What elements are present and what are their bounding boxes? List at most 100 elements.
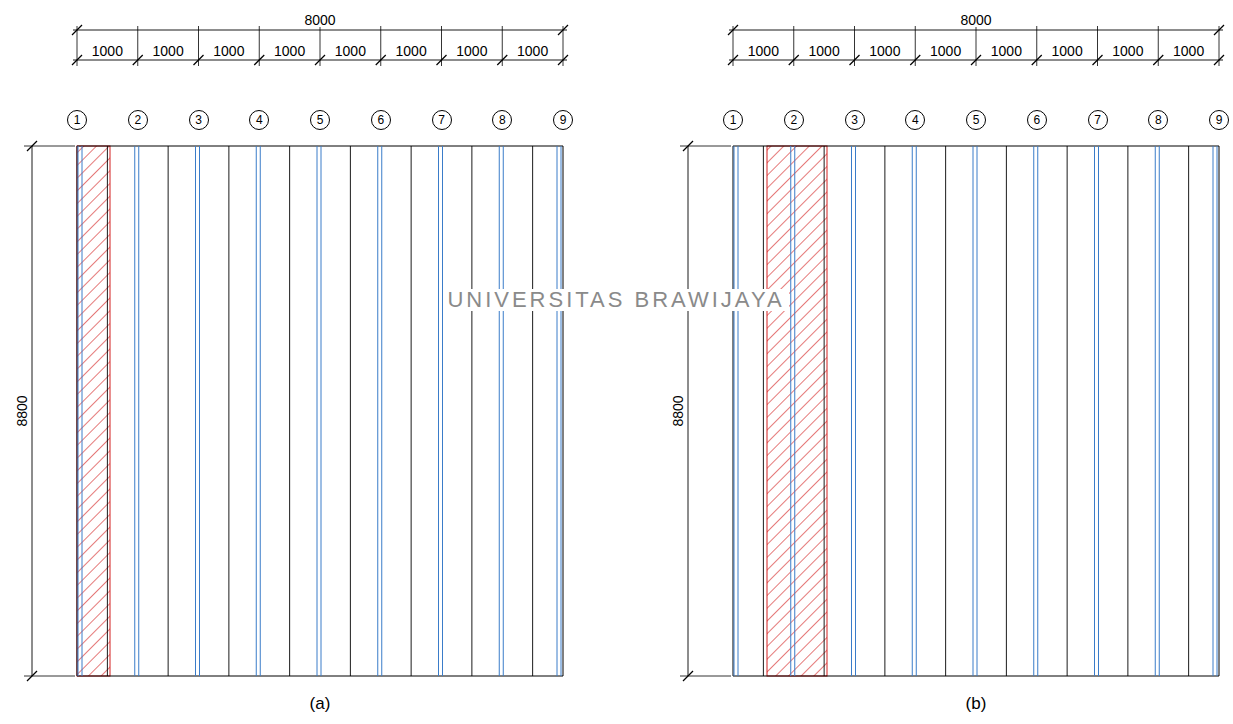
dimension-text: 1000 <box>151 44 186 58</box>
drawing-line <box>1213 146 1214 676</box>
drawing-line <box>1094 146 1095 676</box>
dimension-text: 8000 <box>302 13 337 27</box>
drawing-line <box>77 676 563 677</box>
drawing-line <box>733 676 1219 677</box>
panel-label: (b) <box>966 695 987 712</box>
dimension-text: 8000 <box>958 13 993 27</box>
drawing-line <box>27 671 37 681</box>
grid-bubble: 5 <box>966 110 986 130</box>
drawing-line <box>733 146 1219 147</box>
drawing-line <box>78 146 79 676</box>
drawing-line <box>1098 146 1099 676</box>
drawing-line <box>228 146 229 676</box>
grid-number: 9 <box>560 114 567 126</box>
dimension-text: 1000 <box>928 44 963 58</box>
dimension-text: 1000 <box>746 44 781 58</box>
dimension-text: 1000 <box>989 44 1024 58</box>
drawing-line <box>855 146 856 676</box>
grid-bubble: 2 <box>784 110 804 130</box>
drawing-line <box>683 671 693 681</box>
drawing-line <box>557 146 558 676</box>
drawing-line <box>977 146 978 676</box>
drawing-line <box>350 146 351 676</box>
drawing-line <box>1159 146 1160 676</box>
drawing-line <box>321 146 322 676</box>
panel-label: (a) <box>310 695 331 712</box>
drawing-line <box>199 146 200 676</box>
drawing-line <box>438 146 439 676</box>
grid-number: 6 <box>1033 114 1040 126</box>
drawing-line <box>377 146 378 676</box>
grid-bubble: 9 <box>553 110 573 130</box>
drawing-line <box>32 146 33 676</box>
grid-number: 8 <box>1155 114 1162 126</box>
drawing-line <box>256 146 257 676</box>
dimension-text: 1000 <box>394 44 429 58</box>
dimension-text: 1000 <box>1050 44 1085 58</box>
drawing-line <box>558 25 568 35</box>
drawing-line <box>317 146 318 676</box>
grid-number: 4 <box>256 114 263 126</box>
grid-number: 1 <box>730 114 737 126</box>
grid-bubble: 3 <box>845 110 865 130</box>
hatched-strip <box>77 146 110 676</box>
drawing-line <box>738 146 739 676</box>
drawing-line <box>824 146 825 676</box>
drawing-line <box>1217 146 1218 676</box>
grid-bubble: 4 <box>249 110 269 130</box>
drawing-line <box>1006 146 1007 676</box>
drawing-line <box>563 146 564 676</box>
grid-number: 2 <box>134 114 141 126</box>
drawing-line <box>289 146 290 676</box>
drawing-line <box>1067 146 1068 676</box>
drawing-line <box>73 30 567 31</box>
grid-number: 2 <box>790 114 797 126</box>
grid-number: 5 <box>317 114 324 126</box>
drawing-line <box>729 60 1223 61</box>
drawing-line <box>683 141 693 151</box>
grid-number: 8 <box>499 114 506 126</box>
drawing-line <box>884 146 885 676</box>
grid-bubble: 8 <box>492 110 512 130</box>
drawing-line <box>916 146 917 676</box>
drawing-line <box>734 146 735 676</box>
grid-bubble: 3 <box>189 110 209 130</box>
drawing-line <box>945 146 946 676</box>
grid-bubble: 1 <box>67 110 87 130</box>
grid-bubble: 6 <box>371 110 391 130</box>
dimension-text: 8800 <box>15 395 29 426</box>
hatched-strip <box>767 146 827 676</box>
drawing-line <box>195 146 196 676</box>
drawing-line <box>912 146 913 676</box>
dimension-text: 1000 <box>272 44 307 58</box>
drawing-line <box>260 146 261 676</box>
dimension-text: 1000 <box>867 44 902 58</box>
dimension-text: 1000 <box>807 44 842 58</box>
grid-number: 1 <box>74 114 81 126</box>
dimension-text: 1000 <box>515 44 550 58</box>
grid-bubble: 8 <box>1148 110 1168 130</box>
dimension-text: 1000 <box>90 44 125 58</box>
drawing-line <box>728 25 738 35</box>
drawing-line <box>688 146 689 676</box>
drawing-line <box>1033 146 1034 676</box>
drawing-line <box>729 30 1223 31</box>
grid-number: 3 <box>851 114 858 126</box>
grid-bubble: 6 <box>1027 110 1047 130</box>
drawing-line <box>107 146 108 676</box>
drawing-line <box>1214 25 1224 35</box>
drawing-line <box>381 146 382 676</box>
grid-bubble: 7 <box>432 110 452 130</box>
grid-bubble: 2 <box>128 110 148 130</box>
grid-bubble: 1 <box>723 110 743 130</box>
grid-bubble: 5 <box>310 110 330 130</box>
watermark: UNIVERSITAS BRAWIJAYA <box>443 289 788 311</box>
grid-number: 6 <box>377 114 384 126</box>
drawing-line <box>77 146 563 147</box>
drawing-line <box>138 146 139 676</box>
drawing-line <box>1155 146 1156 676</box>
drawing-line <box>794 146 795 676</box>
grid-bubble: 4 <box>905 110 925 130</box>
drawing-line <box>134 146 135 676</box>
